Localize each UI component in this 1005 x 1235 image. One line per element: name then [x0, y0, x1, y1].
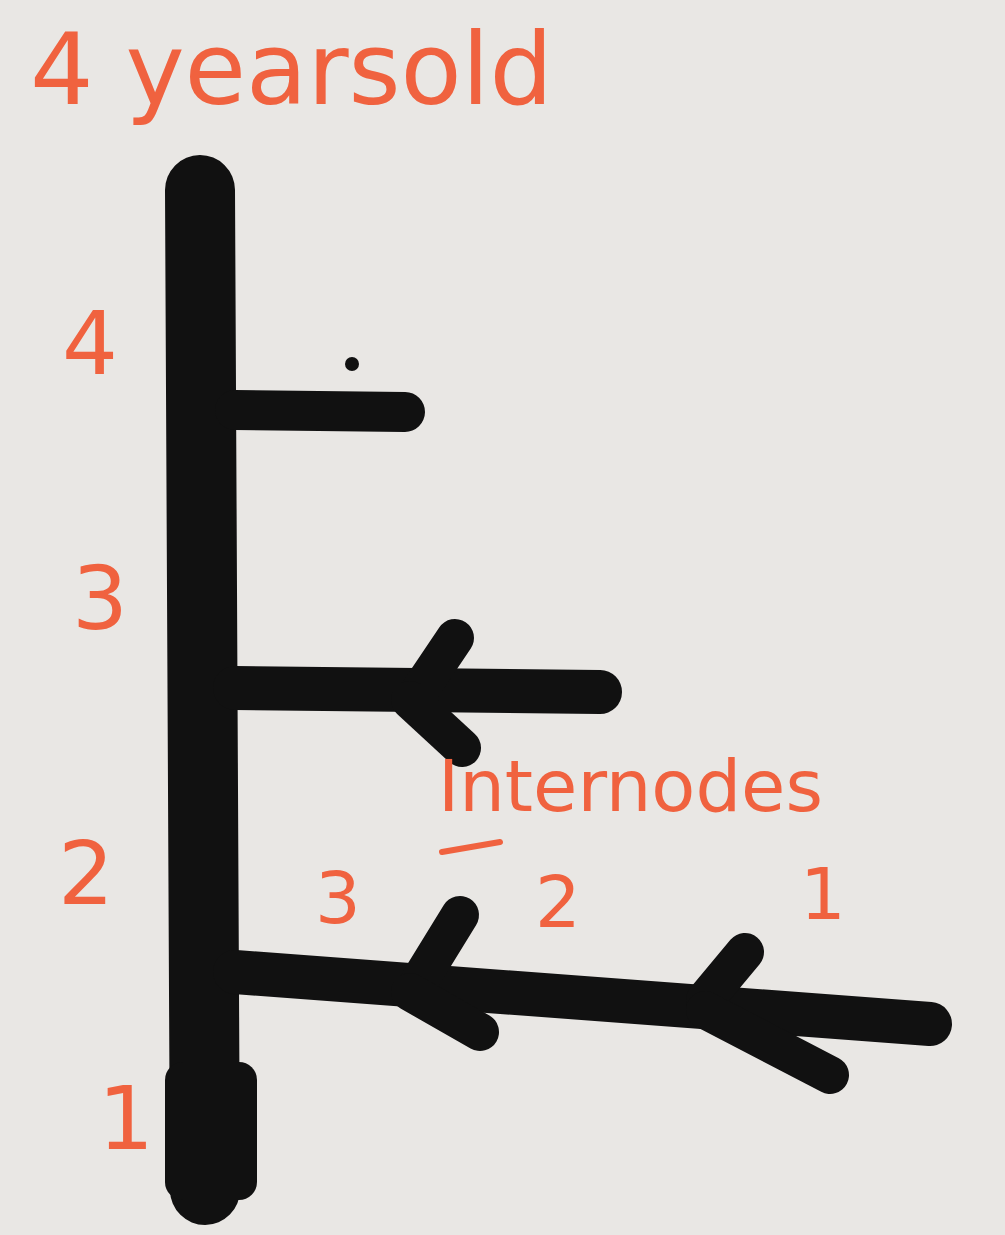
year-number: 2	[58, 830, 114, 918]
internode-number: 1	[800, 858, 846, 930]
internodes-label: Internodes	[438, 750, 823, 822]
title: 4 yearsold	[30, 20, 553, 120]
dash-mark	[442, 842, 500, 852]
trunk-base	[165, 1062, 257, 1200]
branch-strokes	[200, 190, 930, 1190]
year-2-branch	[235, 972, 930, 1024]
bud-dot	[345, 357, 359, 371]
year-number: 1	[98, 1075, 154, 1163]
year-number: 3	[72, 555, 128, 643]
internode-number: 2	[535, 866, 581, 938]
side-shoot	[705, 1010, 830, 1075]
side-shoot	[410, 700, 462, 748]
side-shoot	[420, 915, 460, 980]
year-4-branch	[235, 410, 405, 412]
side-shoot	[420, 638, 455, 690]
internode-number: 3	[315, 862, 361, 934]
year-number: 4	[62, 300, 118, 388]
side-shoot	[410, 992, 480, 1032]
main-trunk	[200, 190, 205, 1190]
